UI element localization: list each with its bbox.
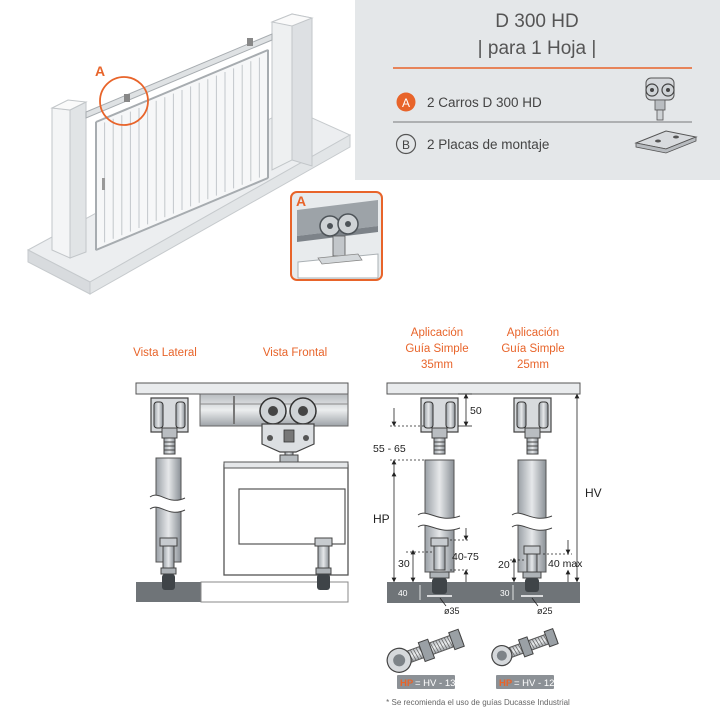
floor-dim-40: 40 <box>398 588 408 598</box>
marker-a-letter: A <box>402 96 410 110</box>
dim-30: 30 <box>398 558 410 570</box>
title-app25-l2: Guía Simple <box>501 343 564 355</box>
bolt-detail-35: HP = HV - 135 <box>386 628 465 689</box>
dim-dia35: ø35 <box>444 606 460 616</box>
callout-circle <box>99 76 149 126</box>
trolley-icon <box>645 77 675 121</box>
formula35-rest: = HV - 135 <box>415 678 461 689</box>
detail-box-a: A <box>290 191 383 281</box>
title-frontal: Vista Frontal <box>263 347 327 359</box>
dim-40-max: 40 max <box>548 558 583 570</box>
item-a-label: 2 Carros D 300 HD <box>427 95 542 110</box>
title-app25-l3: 25mm <box>517 359 549 371</box>
title-app25-l1: Aplicación <box>507 327 559 339</box>
header-block: D 300 HD | para 1 Hoja | A 2 Carros D 30… <box>393 11 698 155</box>
floor-dim-30: 30 <box>500 588 510 598</box>
dim-hv: HV <box>585 486 602 500</box>
dim-50: 50 <box>470 405 482 417</box>
detail-marker: A <box>296 193 306 209</box>
product-subtitle: | para 1 Hoja | <box>478 38 597 59</box>
product-title: D 300 HD <box>495 11 578 32</box>
title-app35-l1: Aplicación <box>411 327 463 339</box>
title-app35-l2: Guía Simple <box>405 343 468 355</box>
formula25-hp: HP <box>499 678 513 689</box>
dim-20: 20 <box>498 559 510 571</box>
dim-hp: HP <box>373 512 390 526</box>
bolt-detail-25: HP = HV - 125 <box>491 627 560 689</box>
callout-marker: A <box>95 63 105 79</box>
marker-b-badge <box>395 133 417 155</box>
formula35-hp: HP <box>400 678 414 689</box>
footnote: * Se recomienda el uso de guías Ducasse … <box>386 698 570 707</box>
mounting-plate-icon <box>634 130 698 154</box>
formula25-rest: = HV - 125 <box>514 678 560 689</box>
dim-40-75: 40-75 <box>452 551 479 563</box>
lateral-frontal-view <box>135 382 349 603</box>
view-titles: Vista Lateral Vista Frontal Aplicación G… <box>133 327 565 371</box>
marker-a-badge <box>396 92 416 112</box>
dim-dia25: ø25 <box>537 606 553 616</box>
marker-b-letter: B <box>402 138 410 152</box>
title-app35-l3: 35mm <box>421 359 453 371</box>
application-views: 50 55 - 65 HP HV 30 40-75 20 40 max 40 3… <box>373 382 602 616</box>
gate-illustration: A <box>26 13 352 295</box>
item-b-label: 2 Placas de montaje <box>427 137 549 152</box>
dim-55-65: 55 - 65 <box>373 443 406 455</box>
title-lateral: Vista Lateral <box>133 347 197 359</box>
